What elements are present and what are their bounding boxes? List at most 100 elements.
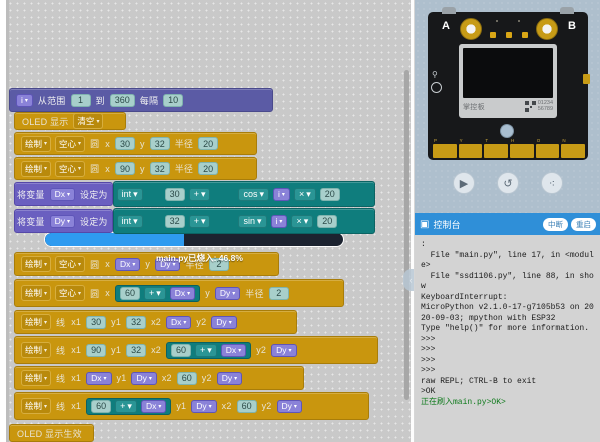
y1-value[interactable]: 32	[126, 343, 147, 357]
x2-variable[interactable]: Dx ▾	[220, 343, 247, 357]
workspace-vertical-scrollbar[interactable]	[404, 70, 409, 400]
knob-b[interactable]	[536, 18, 558, 40]
knob-a[interactable]	[460, 18, 482, 40]
block-draw-circle-4[interactable]: 绘制 ▾ 空心 ▾ 圆 x 60 + ▾ Dx ▾ y	[14, 279, 344, 307]
y-value[interactable]: 32	[149, 162, 170, 175]
loop-to-value[interactable]: 360	[109, 93, 135, 107]
loop-step-value[interactable]: 10	[163, 93, 184, 107]
x1-operator-dropdown[interactable]: + ▾	[115, 399, 137, 413]
touch-key-p[interactable]: P	[433, 138, 457, 158]
x2-variable[interactable]: Dx ▾	[165, 315, 192, 329]
fill-mode-dropdown[interactable]: 空心 ▾	[55, 256, 86, 272]
block-draw-circle-1[interactable]: 绘制 ▾ 空心 ▾ 圆 x 30 y 32 半径 20	[14, 132, 257, 155]
dy-operator-dropdown[interactable]: + ▾	[188, 214, 211, 228]
touch-key-h[interactable]: H	[510, 138, 534, 158]
reset-button[interactable]: ↺	[497, 172, 519, 194]
blockly-workspace[interactable]: i ▾ 从范围 1 到 360 每隔 10 OLED 显示 清空 ▾ 绘制 ▾	[0, 0, 411, 442]
draw-mode-dropdown[interactable]: 绘制 ▾	[21, 398, 52, 414]
cast-dropdown[interactable]: int ▾	[116, 214, 143, 228]
block-for-loop[interactable]: i ▾ 从范围 1 到 360 每隔 10	[9, 88, 273, 112]
draw-mode-dropdown[interactable]: 绘制 ▾	[21, 256, 52, 272]
dx-operator-dropdown[interactable]: + ▾	[188, 187, 211, 201]
dx-trig-argument[interactable]: i ▾	[273, 187, 290, 201]
x1-expression[interactable]: 60 + ▾ Dx ▾	[86, 397, 172, 415]
fill-mode-dropdown[interactable]: 空心 ▾	[55, 160, 86, 177]
x2-base-value[interactable]: 60	[170, 343, 191, 357]
x2-value[interactable]: 60	[176, 371, 197, 385]
target-variable-chip[interactable]: Dx ▾	[49, 187, 76, 201]
interrupt-button[interactable]: 中断	[543, 217, 568, 231]
fill-mode-dropdown[interactable]: 空心 ▾	[55, 285, 86, 301]
touch-key-t[interactable]: T	[484, 138, 509, 158]
block-oled-clear[interactable]: OLED 显示 清空 ▾	[14, 112, 126, 130]
console-output[interactable]: : File "main.py", line 17, in <module> F…	[415, 235, 600, 442]
restart-button[interactable]: 重启	[571, 217, 596, 231]
y2-variable[interactable]: Dy ▾	[216, 371, 243, 385]
loop-variable-chip[interactable]: i ▾	[16, 93, 33, 107]
draw-mode-dropdown[interactable]: 绘制 ▾	[21, 370, 52, 386]
draw-mode-dropdown[interactable]: 绘制 ▾	[21, 135, 52, 152]
touch-key-y[interactable]: Y	[458, 138, 483, 158]
block-draw-line-4[interactable]: 绘制 ▾ 线 x1 60 + ▾ Dx ▾ y1 Dy ▾ x2	[14, 392, 369, 420]
oled-clear-option[interactable]: 清空 ▾	[73, 113, 104, 129]
radius-value[interactable]: 20	[198, 137, 219, 150]
dx-factor-value[interactable]: 20	[319, 187, 340, 201]
x-variable[interactable]: Dx ▾	[114, 257, 141, 271]
x2-expression[interactable]: 60 + ▾ Dx ▾	[165, 341, 252, 359]
dy-base-value[interactable]: 32	[164, 214, 185, 228]
loop-from-value[interactable]: 1	[70, 93, 91, 107]
x-value[interactable]: 90	[114, 162, 135, 175]
block-draw-line-1[interactable]: 绘制 ▾ 线 x1 30 y1 32 x2 Dx ▾ y2 Dy ▾	[14, 310, 297, 334]
y1-value[interactable]: 32	[126, 315, 147, 329]
block-set-dy[interactable]	[14, 209, 113, 233]
touch-pad[interactable]	[500, 124, 514, 138]
target-variable-chip[interactable]: Dy ▾	[49, 214, 76, 228]
draw-mode-dropdown[interactable]: 绘制 ▾	[21, 342, 52, 358]
x-base-value[interactable]: 60	[119, 286, 140, 300]
run-button[interactable]: ▶	[453, 172, 475, 194]
y2-variable[interactable]: Dy ▾	[276, 399, 302, 413]
radius-value[interactable]: 2	[268, 286, 289, 300]
dy-multiply-dropdown[interactable]: × ▾	[291, 214, 314, 228]
chevron-down-icon: ▾	[67, 191, 71, 198]
dx-multiply-dropdown[interactable]: × ▾	[293, 187, 316, 201]
y1-variable[interactable]: Dy ▾	[131, 371, 157, 385]
draw-mode-dropdown[interactable]: 绘制 ▾	[21, 285, 52, 301]
y-variable[interactable]: Dy ▾	[155, 257, 181, 271]
x2-operator-dropdown[interactable]: + ▾	[195, 343, 217, 357]
x-expression[interactable]: 60 + ▾ Dx ▾	[114, 284, 201, 302]
touch-key-o[interactable]: O	[535, 138, 560, 158]
block-draw-line-2[interactable]: 绘制 ▾ 线 x1 90 y1 32 x2 60 + ▾ Dx ▾ y2	[14, 336, 378, 364]
y-value[interactable]: 32	[149, 137, 170, 150]
x1-value[interactable]: 90	[86, 343, 107, 357]
draw-mode-dropdown[interactable]: 绘制 ▾	[21, 314, 52, 330]
draw-mode-dropdown[interactable]: 绘制 ▾	[21, 160, 52, 177]
x1-variable[interactable]: Dx ▾	[140, 399, 167, 413]
dy-trig-dropdown[interactable]: sin ▾	[238, 214, 267, 228]
block-draw-circle-2[interactable]: 绘制 ▾ 空心 ▾ 圆 x 90 y 32 半径 20	[14, 157, 257, 180]
block-draw-circle-3[interactable]: 绘制 ▾ 空心 ▾ 圆 x Dx ▾ y Dy ▾ 半径 2	[14, 252, 279, 276]
fill-mode-dropdown[interactable]: 空心 ▾	[55, 135, 86, 152]
block-oled-show[interactable]: OLED 显示生效	[9, 424, 94, 442]
dx-trig-dropdown[interactable]: cos ▾	[238, 187, 270, 201]
x2-value[interactable]: 60	[236, 399, 257, 413]
radius-value[interactable]: 2	[208, 257, 229, 271]
dy-factor-value[interactable]: 20	[317, 214, 338, 228]
x1-base-value[interactable]: 60	[91, 399, 112, 413]
touch-key-n[interactable]: N	[561, 138, 586, 158]
cast-dropdown[interactable]: int ▾	[116, 187, 143, 201]
x-variable[interactable]: Dx ▾	[169, 286, 196, 300]
y1-variable[interactable]: Dy ▾	[191, 399, 217, 413]
x-value[interactable]: 30	[114, 137, 135, 150]
dx-base-value[interactable]: 30	[164, 187, 185, 201]
expand-button[interactable]: ⁖	[541, 172, 563, 194]
x-operator-dropdown[interactable]: + ▾	[143, 286, 166, 300]
dy-trig-argument[interactable]: i ▾	[270, 214, 288, 228]
y2-variable[interactable]: Dy ▾	[211, 315, 237, 329]
block-draw-line-3[interactable]: 绘制 ▾ 线 x1 Dx ▾ y1 Dy ▾ x2 60 y2 Dy ▾	[14, 366, 304, 390]
x1-variable[interactable]: Dx ▾	[86, 371, 112, 385]
y2-variable[interactable]: Dy ▾	[271, 343, 297, 357]
radius-value[interactable]: 20	[198, 162, 219, 175]
x1-value[interactable]: 30	[86, 315, 107, 329]
y-variable[interactable]: Dy ▾	[214, 286, 241, 300]
